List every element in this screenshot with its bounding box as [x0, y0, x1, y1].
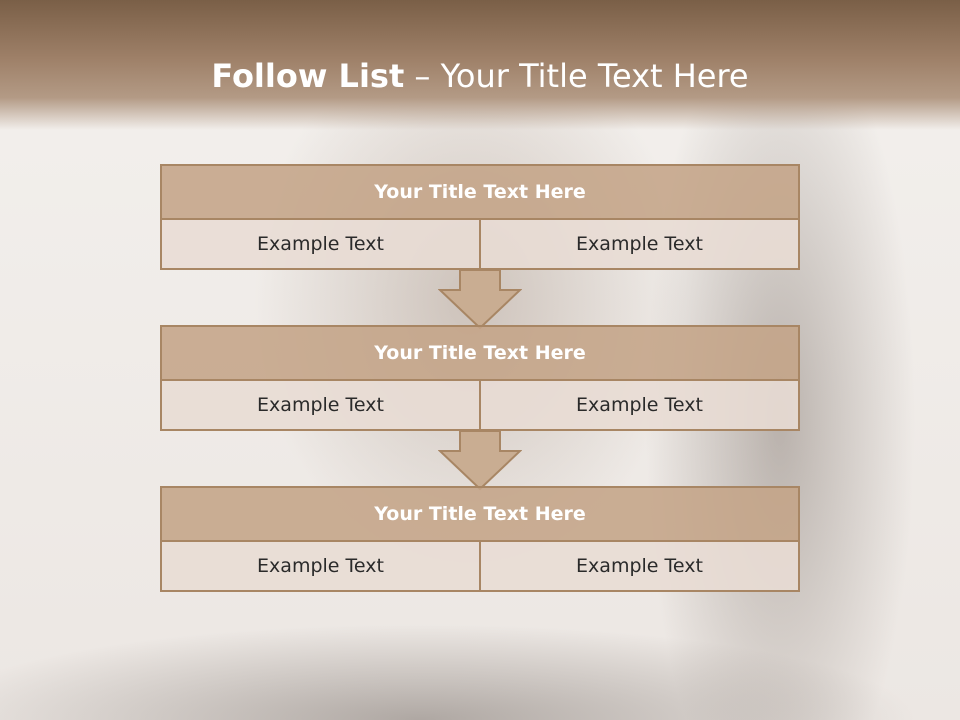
follow-block-1: Your Title Text Here Example Text Exampl…	[160, 164, 800, 270]
block-cell-left: Example Text	[160, 381, 481, 431]
down-arrow-icon	[438, 431, 522, 491]
block-title: Your Title Text Here	[160, 486, 800, 542]
slide-title: Follow List – Your Title Text Here	[0, 54, 960, 98]
slide-title-bold: Follow List	[211, 57, 405, 95]
block-row: Example Text Example Text	[160, 381, 800, 431]
header-band	[0, 0, 960, 130]
block-row: Example Text Example Text	[160, 542, 800, 592]
block-cell-left: Example Text	[160, 220, 481, 270]
block-cell-right: Example Text	[481, 220, 800, 270]
follow-block-2: Your Title Text Here Example Text Exampl…	[160, 325, 800, 431]
block-title: Your Title Text Here	[160, 164, 800, 220]
down-arrow-icon	[438, 270, 522, 330]
block-cell-left: Example Text	[160, 542, 481, 592]
slide-title-rest: – Your Title Text Here	[404, 57, 749, 95]
block-title: Your Title Text Here	[160, 325, 800, 381]
follow-block-3: Your Title Text Here Example Text Exampl…	[160, 486, 800, 592]
block-cell-right: Example Text	[481, 381, 800, 431]
block-cell-right: Example Text	[481, 542, 800, 592]
block-row: Example Text Example Text	[160, 220, 800, 270]
